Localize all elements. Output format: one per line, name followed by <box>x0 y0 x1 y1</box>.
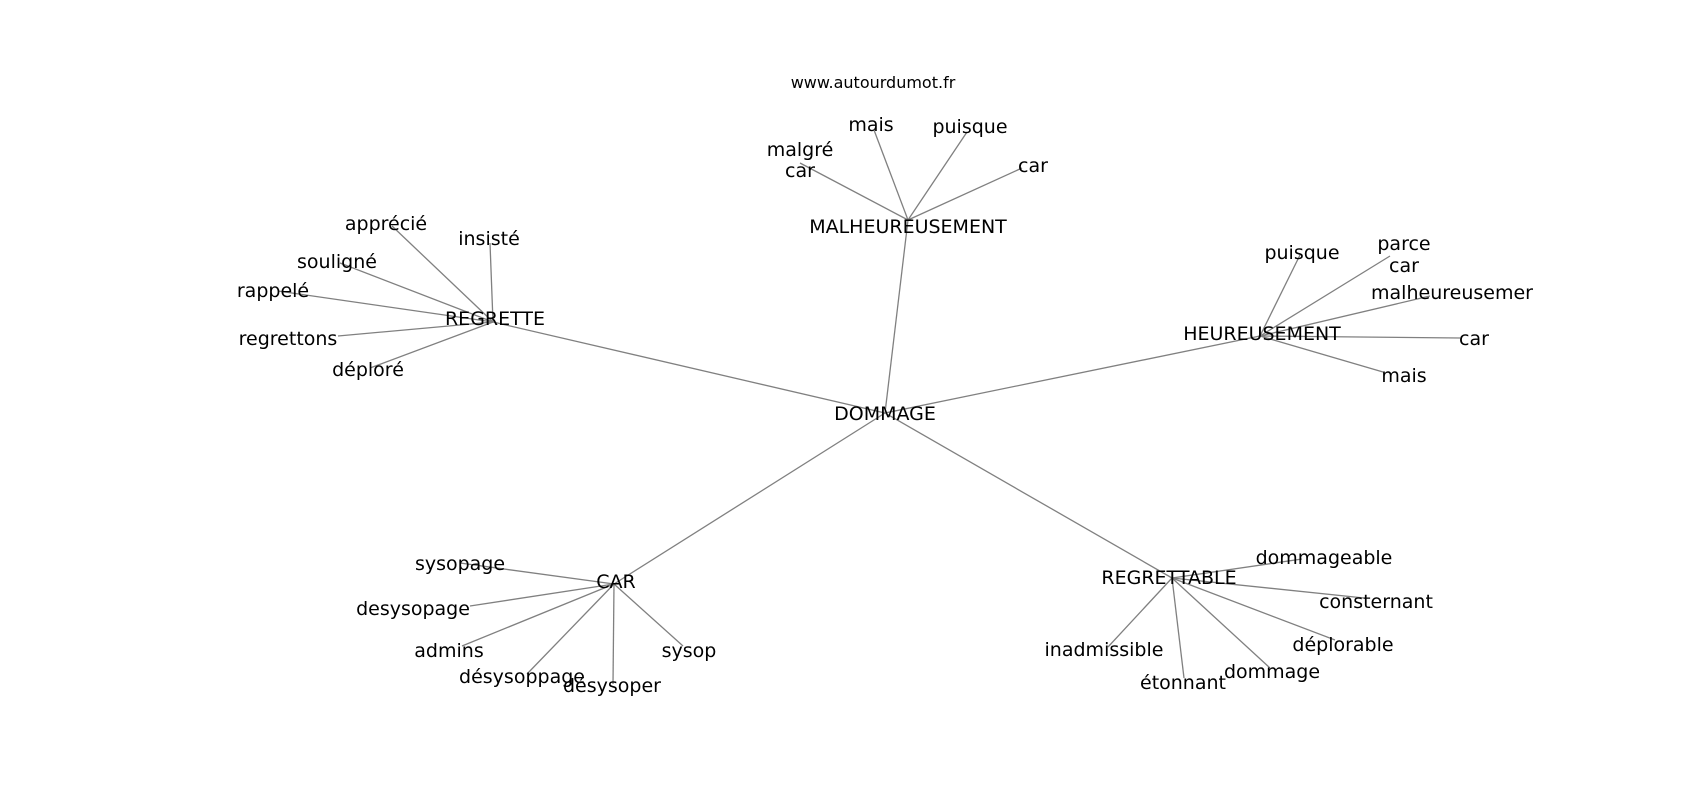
edge-regrette-regrettons <box>337 321 494 337</box>
edge-heureusement-mais <box>1259 335 1384 373</box>
leaf-car-desysopage[interactable]: desysopage <box>356 598 470 620</box>
leaf-regrette-deplore[interactable]: déploré <box>332 359 404 381</box>
edge-heureusement-malheureusemer <box>1259 295 1431 337</box>
edge-regrettable-dommage <box>1171 577 1271 669</box>
node-regrettable[interactable]: REGRETTABLE <box>1101 567 1236 589</box>
edge-regrettable-deplorable <box>1171 577 1336 641</box>
edge-regrette-deplore <box>369 321 494 369</box>
edge-malheureusement-mais <box>873 129 909 221</box>
leaf-regrettable-deplorable[interactable]: déplorable <box>1292 634 1393 656</box>
edge-regrettable-inadmissible <box>1107 577 1173 648</box>
edge-malheureusement-puisque <box>907 131 968 221</box>
leaf-regrettable-dommageable[interactable]: dommageable <box>1256 547 1393 569</box>
leaf-regrette-apprecie[interactable]: apprécié <box>345 213 427 235</box>
edge-regrette-souligne <box>339 262 494 323</box>
leaf-car-desysoppage[interactable]: désysoppage <box>459 666 585 688</box>
edge-car-admins <box>461 583 615 647</box>
edge-heureusement-car <box>1259 335 1461 339</box>
leaf-regrettable-etonnant[interactable]: étonnant <box>1140 672 1226 694</box>
edge-dommage-regrettable <box>884 412 1173 579</box>
edge-dommage-malheureusement <box>884 219 909 414</box>
leaf-regrettable-inadmissible[interactable]: inadmissible <box>1045 639 1164 661</box>
graph-edges <box>277 129 1461 685</box>
leaf-malheureusement-car[interactable]: car <box>1018 155 1048 177</box>
leaf-heureusement-malheureusemer[interactable]: malheureusemer <box>1371 282 1533 304</box>
node-heureusement[interactable]: HEUREUSEMENT <box>1183 323 1341 345</box>
leaf-car-sysop[interactable]: sysop <box>662 640 717 662</box>
edge-car-sysop <box>613 583 684 647</box>
edge-dommage-regrette <box>492 321 886 414</box>
leaf-malheureusement-mais[interactable]: mais <box>848 114 893 136</box>
edge-heureusement-puisque <box>1259 254 1301 337</box>
edge-regrettable-etonnant <box>1171 577 1185 679</box>
node-dommage[interactable]: DOMMAGE <box>834 403 936 425</box>
leaf-heureusement-car[interactable]: car <box>1459 328 1489 350</box>
edge-dommage-heureusement <box>884 335 1261 414</box>
node-car[interactable]: CAR <box>596 571 635 593</box>
leaf-regrette-rappele[interactable]: rappelé <box>237 280 309 302</box>
edge-heureusement-parce-car <box>1259 255 1391 337</box>
leaf-regrette-regrettons[interactable]: regrettons <box>239 328 338 350</box>
edge-regrette-rappele <box>277 290 494 323</box>
leaf-car-admins[interactable]: admins <box>414 640 483 662</box>
edge-regrettable-consternant <box>1171 577 1365 599</box>
edge-car-desysoppage <box>526 583 615 675</box>
leaf-regrettable-consternant[interactable]: consternant <box>1319 591 1433 613</box>
edge-regrette-insiste <box>489 242 494 323</box>
leaf-car-desysoper[interactable]: désysoper <box>563 675 661 697</box>
node-malheureusement[interactable]: MALHEUREUSEMENT <box>809 216 1007 238</box>
leaf-regrettable-dommage[interactable]: dommage <box>1224 661 1320 683</box>
edge-malheureusement-malgre-car <box>799 162 909 221</box>
edge-car-desysoper <box>612 583 615 685</box>
edge-regrette-apprecie <box>391 225 494 323</box>
leaf-heureusement-mais[interactable]: mais <box>1381 365 1426 387</box>
leaf-malheureusement-puisque[interactable]: puisque <box>932 116 1007 138</box>
edge-malheureusement-car <box>907 167 1023 221</box>
edge-regrettable-dommageable <box>1171 558 1303 579</box>
leaf-car-sysopage[interactable]: sysopage <box>415 553 505 575</box>
edge-car-desysopage <box>469 583 615 607</box>
leaf-regrette-souligne[interactable]: souligné <box>297 251 377 273</box>
leaf-regrette-insiste[interactable]: insisté <box>458 228 520 250</box>
leaf-heureusement-puisque[interactable]: puisque <box>1264 242 1339 264</box>
edge-car-sysopage <box>459 562 615 585</box>
source-label: www.autourdumot.fr <box>791 73 956 92</box>
edge-dommage-car <box>613 412 886 585</box>
node-regrette[interactable]: REGRETTE <box>445 308 545 330</box>
